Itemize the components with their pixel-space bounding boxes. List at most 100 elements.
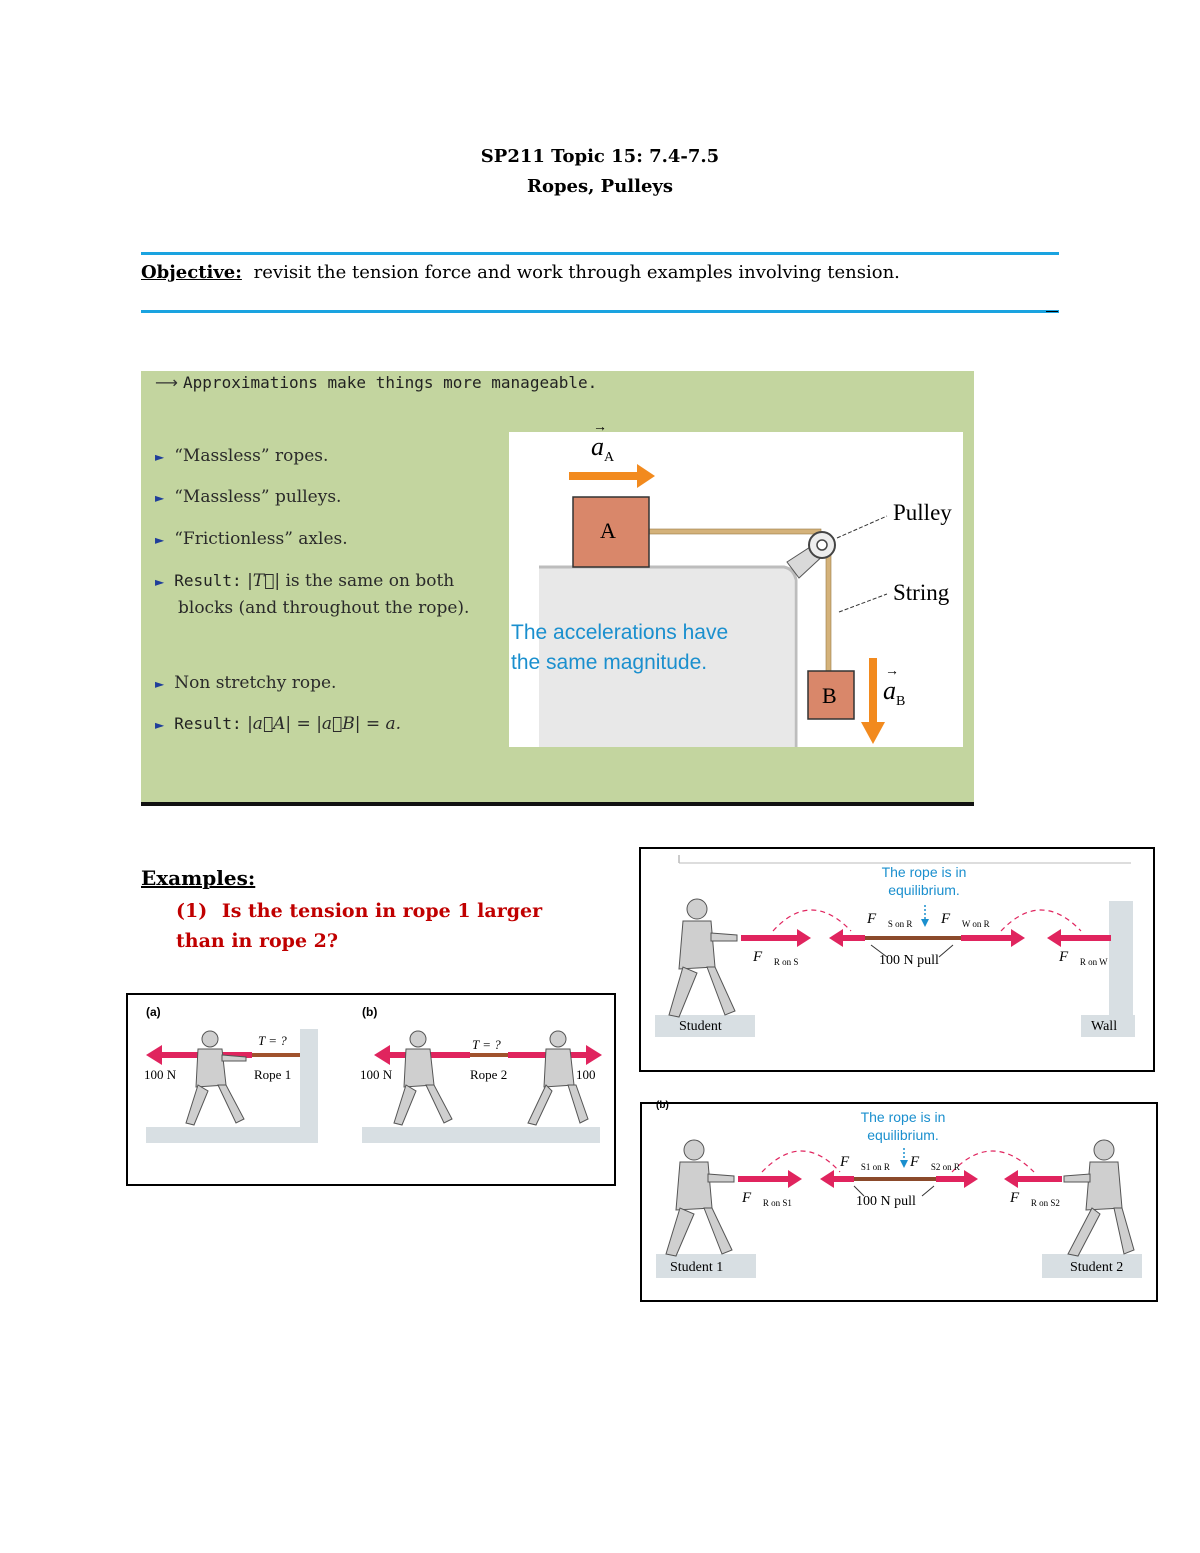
bottom-rule <box>141 310 1059 313</box>
student-2-label: Student 2 <box>1070 1260 1124 1275</box>
rope <box>854 1177 936 1181</box>
block-b <box>807 670 855 720</box>
bullet-result-accel: ►Result: |a⃗A| = |a⃗B| = a. <box>155 711 401 738</box>
rope-1 <box>238 1053 300 1057</box>
action-reaction-arc-right <box>1000 909 1082 932</box>
force-arrow-b-left-head <box>374 1045 390 1065</box>
f-s1-on-r-label: F⃗S1 on R <box>840 1154 890 1172</box>
bullet-triangle-icon: ► <box>155 677 165 691</box>
force-r-on-w-arrow <box>1059 935 1111 941</box>
figure-b-label: (b) <box>362 1005 378 1019</box>
pulley-leader-line <box>836 515 888 539</box>
question-text: Is the tension in rope 1 larger than in … <box>176 900 543 952</box>
slide-headline: ⟶ Approximations make things more manage… <box>155 373 597 392</box>
result-label: Result: <box>174 571 242 590</box>
pulley-axle <box>816 539 828 551</box>
figure-a-label: (a) <box>146 1005 161 1019</box>
wall <box>1109 901 1133 1019</box>
objective-text: revisit the tension force and work throu… <box>253 262 900 283</box>
table-surface <box>539 567 794 747</box>
objective: Objective: revisit the tension force and… <box>141 262 900 283</box>
bullet-text: “Frictionless” axles. <box>174 529 348 549</box>
bullet-frictionless-axles: ► “Frictionless” axles. <box>155 526 348 553</box>
f-s2-on-r-label: F⃗S2 on R <box>910 1154 960 1172</box>
action-reaction-arc-left <box>761 1150 841 1173</box>
slide-headline-text: Approximations make things more manageab… <box>183 373 598 392</box>
result-text: is the same on both <box>285 571 455 591</box>
force-s2-on-r-arrow <box>936 1176 966 1182</box>
student-1-label: Student 1 <box>670 1260 724 1275</box>
diagram-caption-line2: the same magnitude. <box>511 651 708 674</box>
action-reaction-arc-right <box>951 1150 1035 1173</box>
figure-ab-svg <box>146 1029 602 1143</box>
student-figure-b-left <box>393 1030 453 1126</box>
pull-label: 100 N pull <box>879 953 939 968</box>
document-title: SP211 Topic 15: 7.4-7.5 <box>480 146 720 167</box>
question-1: (1) Is the tension in rope 1 larger than… <box>176 896 596 956</box>
rope-horizontal <box>648 528 822 535</box>
block-a <box>572 496 650 568</box>
force-w-on-r-arrow <box>961 935 1013 941</box>
bullet-massless-pulleys: ► “Massless” pulleys. <box>155 484 341 511</box>
document-subtitle: Ropes, Pulleys <box>526 176 673 197</box>
figure-ab-box: (a) (b) T = ? T = ? 100 N Rope 1 100 N R… <box>126 993 616 1186</box>
force-s1-on-r-arrow <box>832 1176 854 1182</box>
floor-student-1 <box>656 1254 756 1278</box>
accel-b-arrow-head <box>861 722 885 744</box>
bullet-triangle-icon: ► <box>155 450 165 464</box>
figure-wall-svg <box>655 855 1135 1037</box>
pull-label: 100 N pull <box>856 1194 916 1209</box>
bullet-triangle-icon: ► <box>155 533 165 547</box>
rope-2-label: Rope 2 <box>470 1067 508 1082</box>
force-r-on-s2-arrow <box>1016 1176 1062 1182</box>
bullet-text: “Massless” pulleys. <box>174 487 342 507</box>
block-b-label: B <box>822 683 837 708</box>
string-label: String <box>893 580 950 605</box>
bullet-text: “Massless” ropes. <box>174 446 329 466</box>
student-figure-b-right <box>527 1030 589 1126</box>
f-r-on-w-label: F⃗R on W <box>1059 949 1108 967</box>
pulley-diagram: A B →aA →aB Pulley String The accelerati… <box>509 420 963 747</box>
force-r-on-s1-arrow <box>738 1176 790 1182</box>
rope-1-label: Rope 1 <box>254 1067 292 1082</box>
bullet-result-tension: ►Result: |T⃗| is the same on both blocks… <box>155 568 469 621</box>
accel-equality-math: |a⃗A| = |a⃗B| = a. <box>247 714 402 734</box>
force-arrow-a-head <box>146 1045 162 1065</box>
student-2-figure <box>1063 1139 1135 1257</box>
question-number: (1) <box>176 900 208 922</box>
bullet-text: Non stretchy rope. <box>174 673 337 693</box>
accel-a-arrow-shaft <box>569 472 639 480</box>
result-text-line2: blocks (and throughout the rope). <box>178 598 470 618</box>
rope <box>865 936 961 940</box>
result-label: Result: <box>174 714 242 733</box>
block-a-label: A <box>600 518 616 543</box>
equilibrium-caption: The rope is in equilibrium. <box>860 1109 946 1143</box>
bullet-triangle-icon: ► <box>155 575 165 589</box>
floor-a <box>146 1127 318 1143</box>
diagram-caption-line1: The accelerations have <box>511 621 729 644</box>
examples-heading: Examples: <box>141 866 256 890</box>
tension-a-label: T = ? <box>258 1033 287 1048</box>
long-arrow-icon: ⟶ <box>155 373 178 392</box>
accel-b-arrow-shaft <box>869 658 877 724</box>
student-floor <box>655 1015 755 1037</box>
student-label: Student <box>679 1019 722 1034</box>
rope-2 <box>428 1053 528 1057</box>
bullet-non-stretchy: ► Non stretchy rope. <box>155 670 336 697</box>
accel-b-label: →aB <box>883 664 906 710</box>
f-s-on-r-label: F⃗S on R <box>867 911 913 929</box>
floor-student-2 <box>1042 1254 1142 1278</box>
student-1-figure <box>665 1139 735 1257</box>
force-b-right-label: 100 <box>576 1067 596 1082</box>
student-figure <box>668 898 738 1018</box>
figure-students-svg <box>656 1139 1142 1278</box>
slide-bottom-bar <box>141 802 974 806</box>
accel-a-label: →aA <box>591 420 615 466</box>
figure-wall-box: The rope is in equilibrium. F⃗S on R F⃗W… <box>639 847 1155 1072</box>
rope-vertical <box>825 546 832 672</box>
f-r-on-s1-label: F⃗R on S1 <box>742 1190 792 1208</box>
f-w-on-r-label: F⃗W on R <box>941 911 990 929</box>
bullet-triangle-icon: ► <box>155 491 165 505</box>
accel-a-arrow-head <box>637 464 655 488</box>
action-reaction-arc-left <box>772 909 852 932</box>
